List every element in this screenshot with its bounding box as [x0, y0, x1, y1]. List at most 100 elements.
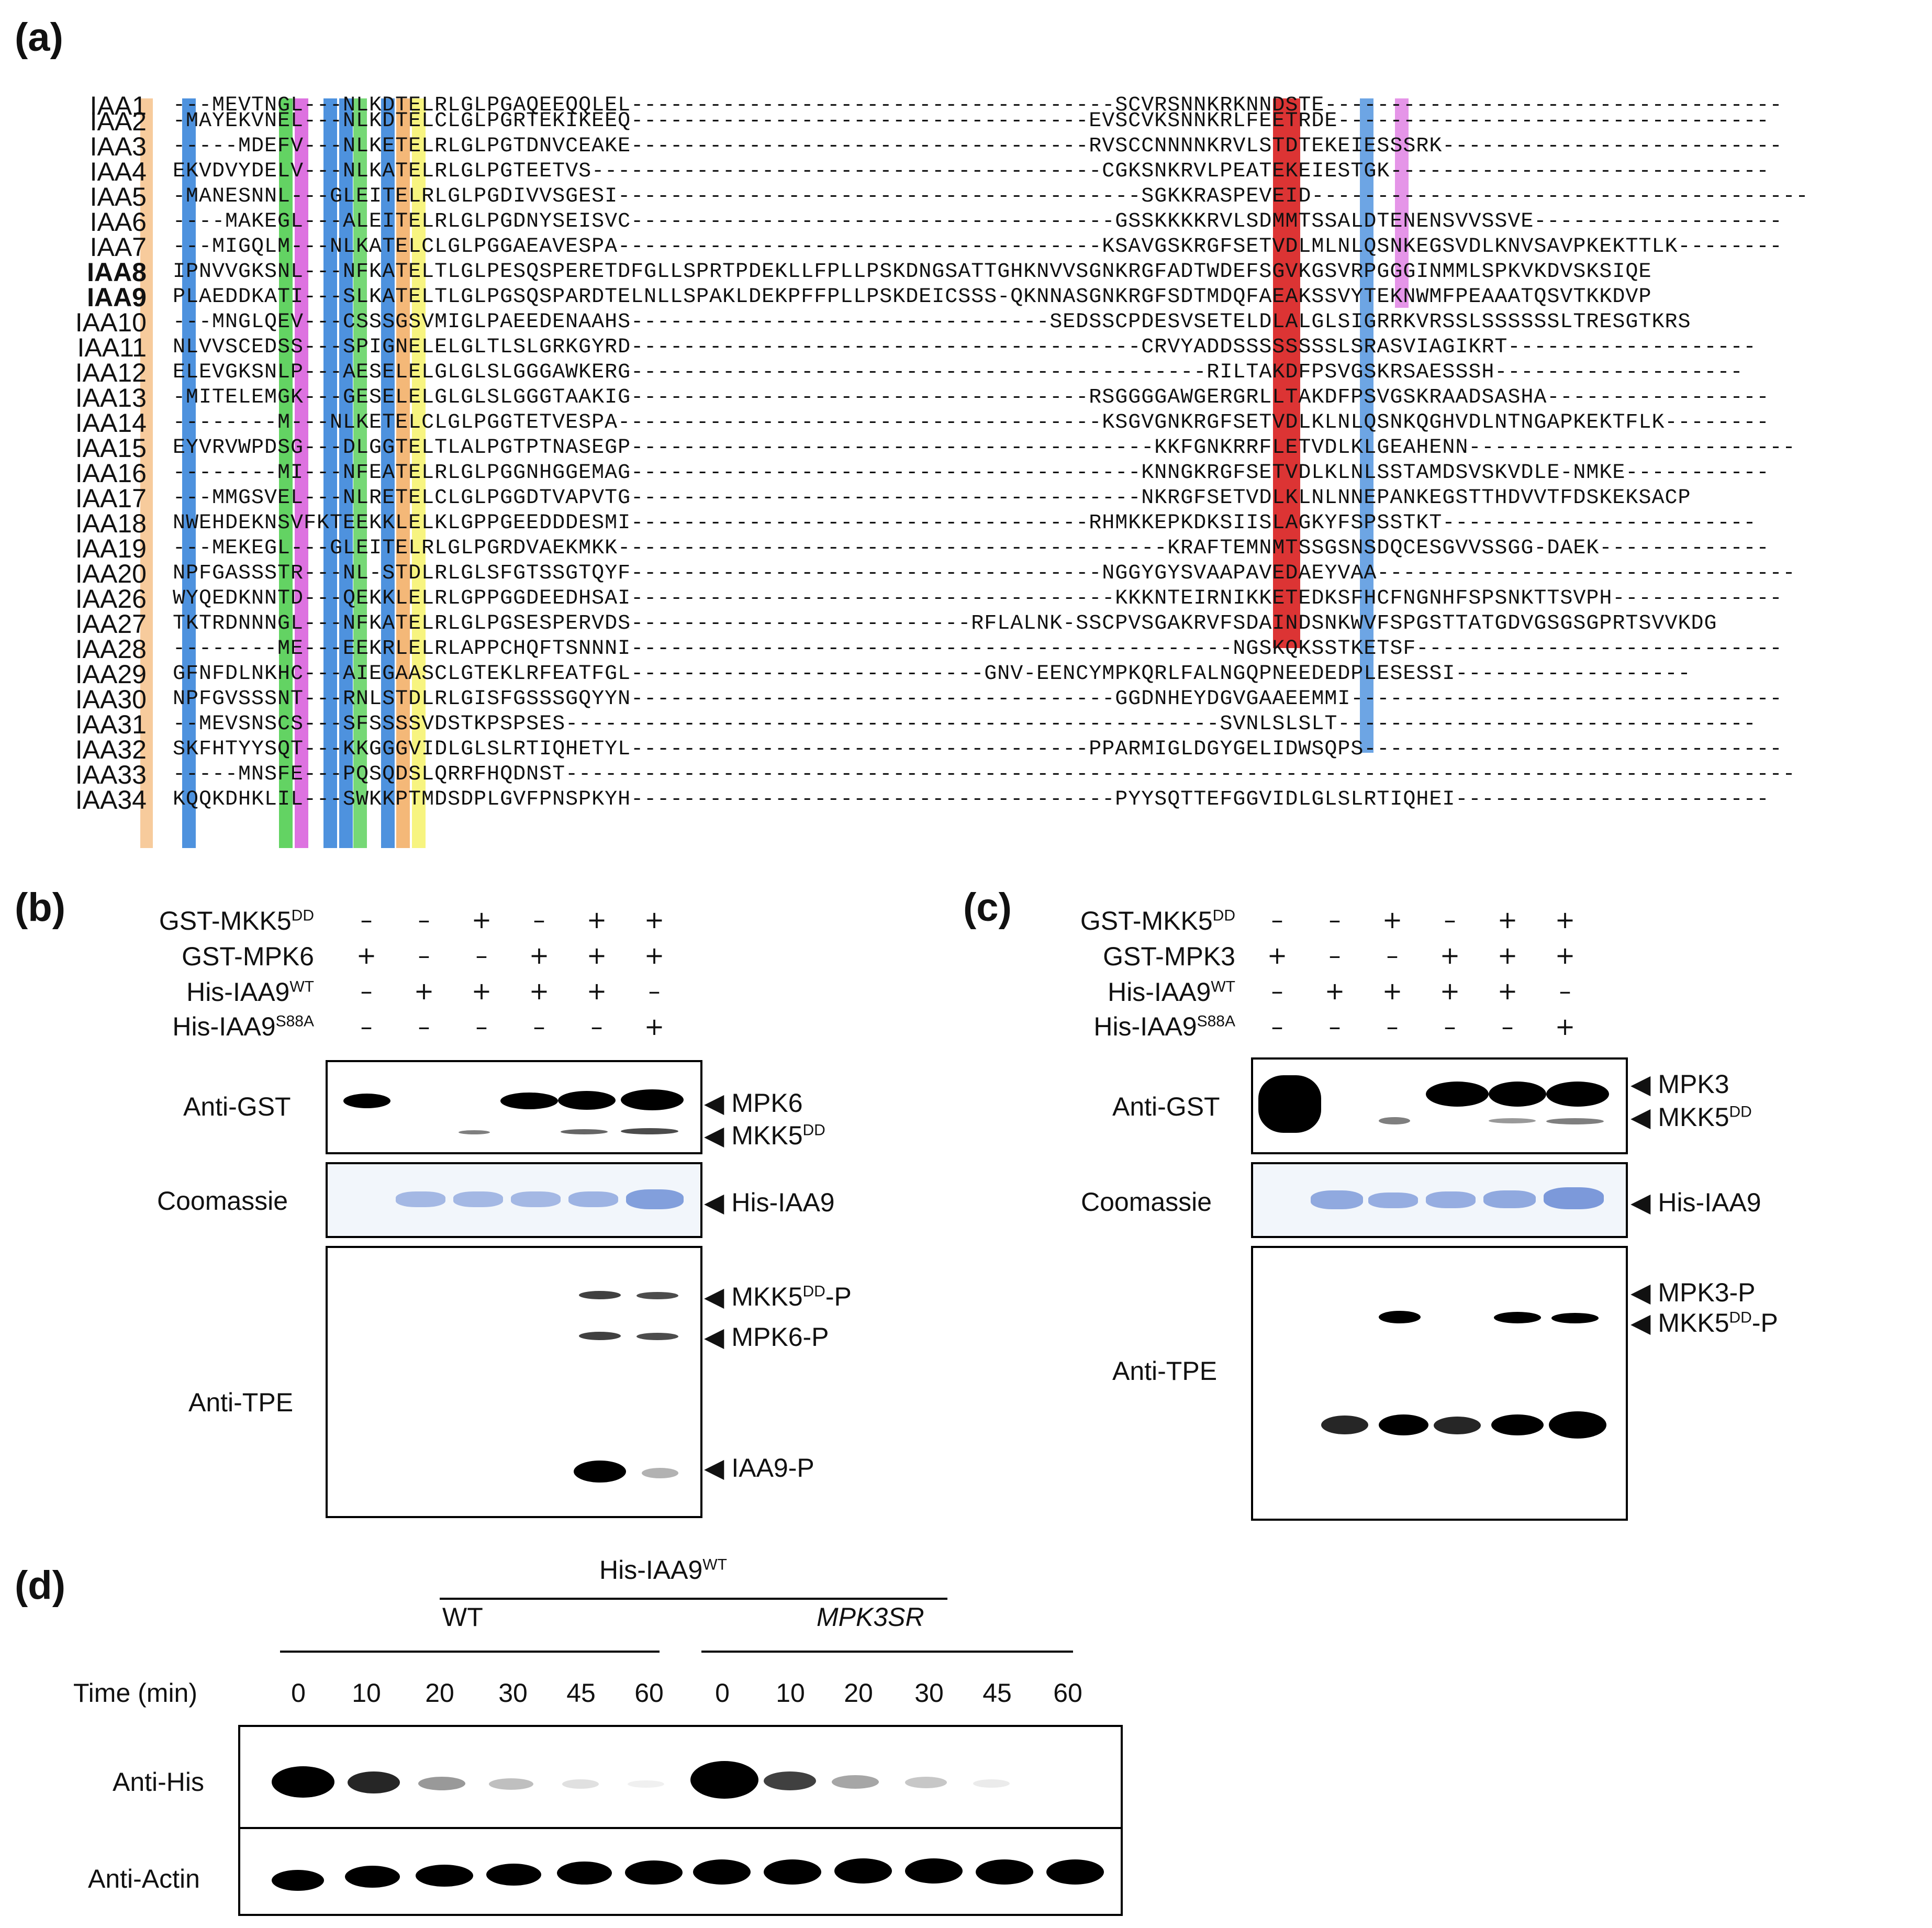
sign: +: [471, 977, 492, 1005]
row-seq: IPNVVGKSNL---NFKATELTLGLPESQSPERETDFGLLS…: [173, 260, 1652, 284]
row-seq: ---MMGSVEL---NLRETELCLGLPGGDTVAPVTG-----…: [173, 486, 1691, 510]
row-seq: ELEVGKSNLP---AESELELGLGLSLGGGAWKERG-----…: [173, 361, 1744, 384]
sign: –: [1444, 1012, 1456, 1041]
sign: +: [586, 906, 607, 934]
arrow-label-mkk5dd: ◀ MKK5DD: [1631, 1102, 1752, 1132]
row-label: IAA29: [75, 660, 147, 689]
panel-d: His-IAA9WT WT MPK3SR Time (min) 0 10 20 …: [0, 1550, 1152, 1926]
row-label: IAA3: [90, 132, 147, 161]
condition-label-mkk5: GST-MKK5DD: [159, 906, 314, 935]
blot-tpe: [1251, 1246, 1628, 1521]
sign: –: [1444, 906, 1456, 934]
sign: –: [418, 1012, 430, 1041]
arrow-label-mpk3: ◀ MPK3: [1631, 1069, 1729, 1099]
header-line: [440, 1598, 947, 1600]
sign: +: [1497, 977, 1518, 1005]
alignment-highlights: [140, 98, 1409, 848]
row-label: IAA9: [87, 283, 147, 312]
row-seq: ---MNGLQEV---CSSSGSVMIGLPAEEDENAAHS-----…: [173, 310, 1691, 334]
panel-label-a: (a): [15, 15, 63, 60]
blot-actin: [238, 1827, 1123, 1916]
row-seq: GFNFDLNKHC---AIEGAASCLGTEKLRFEATFGL-----…: [173, 662, 1691, 686]
alignment-row: IAA7---MIGQLM---NLKATELCLGLPGGAEAVESPA--…: [21, 232, 1809, 262]
alignment-row: IAA17 ---MMGSVEL---NLRETELCLGLPGGDTVAPVTG…: [21, 484, 1809, 513]
blot-label-tpe: Anti-TPE: [1112, 1356, 1218, 1386]
row-seq: --MEVSNSCS---SFSSSSVDSTKPSPSES----------…: [173, 712, 1757, 736]
group-line-mpk3sr: [701, 1651, 1073, 1653]
sign: –: [1386, 941, 1399, 969]
time-value: 10: [352, 1678, 381, 1708]
sign: +: [1439, 977, 1460, 1005]
sign: –: [1271, 1012, 1283, 1041]
row-label: IAA26: [75, 584, 147, 614]
sign: +: [1382, 906, 1403, 934]
alignment-row: IAA27 TKTRDNNNGL---NFKATELRLGLPGSESPERVDS…: [21, 611, 1809, 637]
alignment-row: IAA31--MEVSNSCS---SFSSSSVDSTKPSPSES-----…: [21, 711, 1809, 738]
condition-label-mpk6: GST-MPK6: [182, 942, 314, 971]
row-seq: -MANESNNL---GLEITELRLGLPGDIVVSGESI------…: [173, 185, 1809, 208]
sign: –: [1559, 977, 1571, 1005]
row-label: IAA30: [75, 685, 147, 714]
arrow-label-mkk5dd: ◀ MKK5DD: [704, 1121, 825, 1150]
sign: –: [418, 906, 430, 934]
blot-label-gst: Anti-GST: [183, 1092, 291, 1121]
alignment-row: IAA16--------MI---NFEATELRLGLPGGNHGGEMAG…: [21, 459, 1809, 488]
row-label: IAA15: [75, 433, 147, 463]
panel-label-d: (d): [15, 1563, 66, 1608]
arrow-label-mpk6-p: ◀ MPK6-P: [704, 1322, 829, 1352]
time-value: 45: [982, 1678, 1012, 1708]
row-label: IAA19: [75, 534, 147, 563]
panel-label-b: (b): [15, 885, 66, 930]
sign: +: [1382, 977, 1403, 1005]
time-ticks: 0 10 20 30 45 60 0 10 20 30 45 60: [267, 1678, 1104, 1708]
condition-label-iaa9wt: His-IAA9WT: [1108, 977, 1235, 1007]
arrow-label-his-iaa9: ◀ His-IAA9: [1631, 1188, 1761, 1217]
row-label: IAA8: [87, 258, 147, 287]
alignment-row: IAA29 GFNFDLNKHC---AIEGAASCLGTEKLRFEATFGL…: [21, 660, 1809, 689]
sign: +: [1267, 941, 1288, 969]
row-label: IAA18: [75, 509, 147, 538]
row-label: IAA27: [75, 609, 147, 639]
row-label: IAA34: [75, 785, 147, 815]
arrow-label-his-iaa9: ◀ His-IAA9: [704, 1188, 835, 1217]
row-label: IAA33: [75, 760, 147, 789]
sign: +: [1324, 977, 1345, 1005]
sign: +: [1497, 906, 1518, 934]
row-seq: ----MAKEGL---ALEITELRLGLPGDNYSEISVC-----…: [173, 210, 1783, 233]
row-label: IAA32: [75, 735, 147, 764]
alignment-row: IAA6----MAKEGL---ALEITELRLGLPGDNYSEISVC-…: [21, 209, 1809, 235]
row-seq: --------M---NLKETELCLGLPGGTETVESPA------…: [173, 411, 1770, 434]
group-line-wt: [280, 1651, 660, 1653]
row-seq: TKTRDNNNGL---NFKATELRLGLPGSESPERVDS-----…: [173, 612, 1717, 636]
row-seq: EKVDVYDELV---NLKATELRLGLPGTEETVS--------…: [173, 160, 1770, 183]
row-label: IAA16: [75, 459, 147, 488]
condition-label-mkk5: GST-MKK5DD: [1080, 906, 1235, 935]
blot-label-gst: Anti-GST: [1112, 1092, 1220, 1121]
blot-label-actin: Anti-Actin: [88, 1864, 200, 1893]
row-label: IAA17: [75, 484, 147, 513]
time-value: 30: [914, 1678, 944, 1708]
blot-label-his: Anti-His: [113, 1767, 205, 1797]
row-seq: --------ME---EEKRLELRLAPPCHQFTSNNNI-----…: [173, 637, 1783, 661]
condition-label-mpk3: GST-MPK3: [1103, 942, 1235, 971]
alignment-row: IAA8 IPNVVGKSNL---NFKATELTLGLPESQSPERETDF…: [21, 258, 1809, 287]
time-value: 10: [776, 1678, 805, 1708]
sign: –: [1501, 1012, 1514, 1041]
sign: +: [1555, 1012, 1576, 1041]
sign: +: [414, 977, 434, 1005]
time-value: 20: [425, 1678, 454, 1708]
sign: –: [1328, 906, 1341, 934]
time-value: 0: [715, 1678, 730, 1708]
arrow-label-mkk5dd-p: ◀ MKK5DD-P: [704, 1282, 852, 1311]
row-label: IAA4: [90, 157, 147, 186]
row-label: IAA7: [90, 232, 147, 262]
sign: +: [1439, 941, 1460, 969]
row-seq: -----MNSFE---PQSQDSLQRRFHQDNST----------…: [173, 763, 1796, 786]
sign: +: [1555, 941, 1576, 969]
alignment-row: IAA3-----MDEFV---NLKETELRLGLPGTDNVCEAKE-…: [21, 132, 1809, 161]
sign: +: [529, 977, 550, 1005]
